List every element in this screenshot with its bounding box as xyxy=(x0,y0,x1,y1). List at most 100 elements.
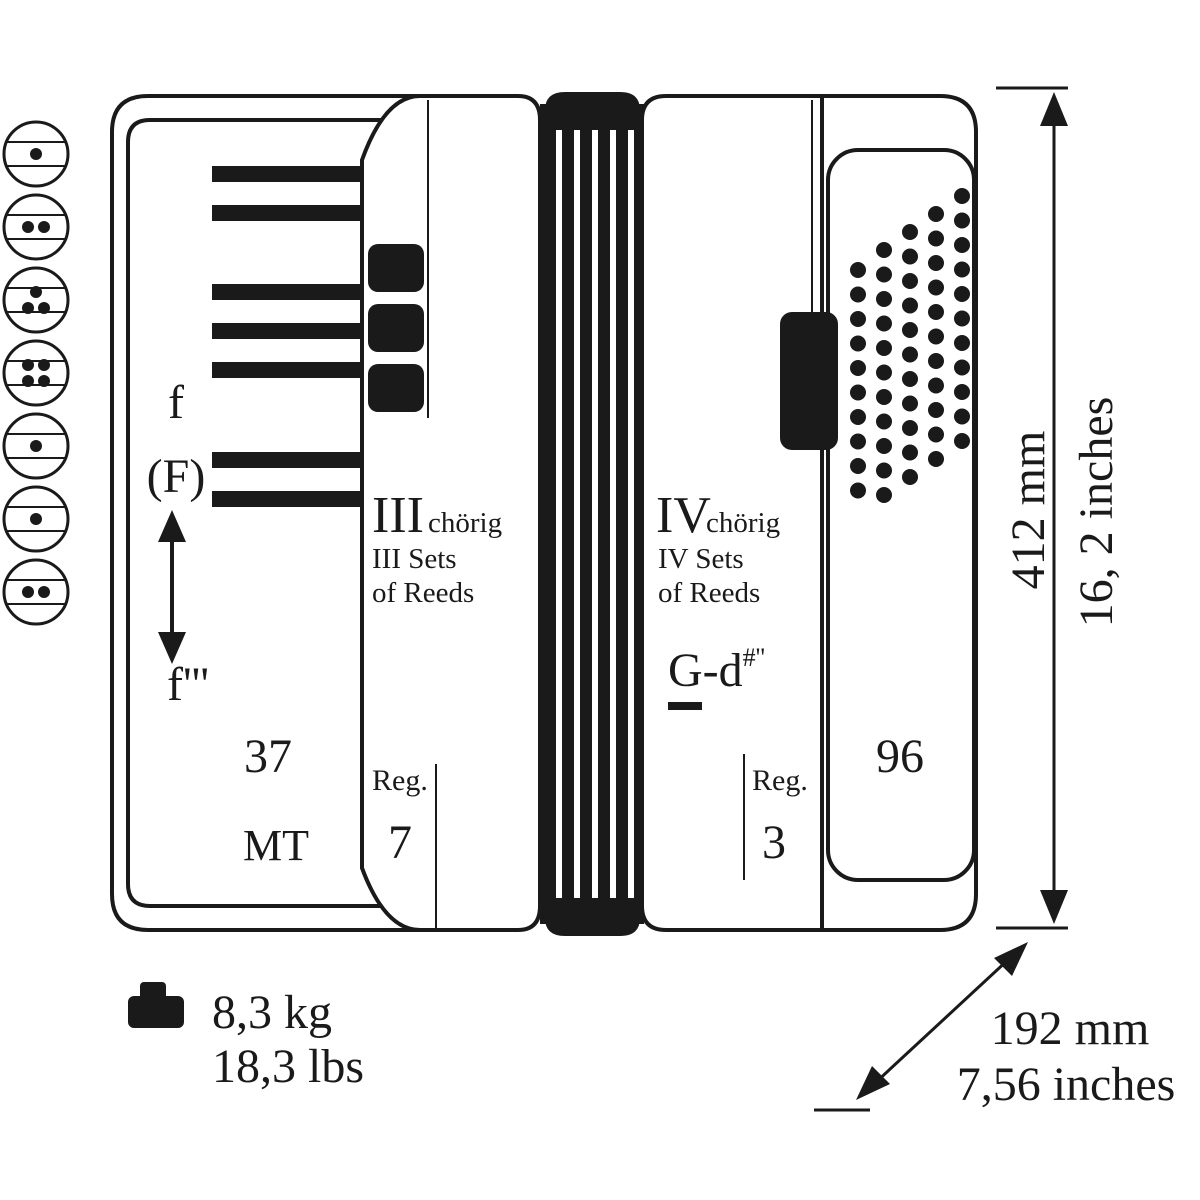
treble-reg-count: 7 xyxy=(388,816,412,869)
register-symbol-6 xyxy=(2,485,70,553)
bass-button xyxy=(928,377,944,394)
bass-range-underline xyxy=(668,702,702,710)
bass-button-count: 96 xyxy=(876,730,924,783)
register-symbols xyxy=(2,120,70,626)
register-symbol-2 xyxy=(2,193,70,261)
black-key xyxy=(212,491,362,507)
black-key xyxy=(212,323,362,339)
treble-register-switch xyxy=(368,304,424,352)
treble-range-arrow xyxy=(158,510,186,664)
bass-button xyxy=(876,438,892,454)
bass-button xyxy=(876,242,892,258)
treble-register-switch xyxy=(368,364,424,412)
bass-reed-of-reeds: of Reeds xyxy=(658,577,760,609)
bass-button xyxy=(902,469,918,485)
bass-button xyxy=(850,311,866,327)
bass-button xyxy=(876,315,892,332)
bass-button xyxy=(902,322,918,338)
depth-mm: 192 mm xyxy=(991,1002,1150,1055)
height-dimension xyxy=(996,86,1068,930)
treble-range-low-alt: (F) xyxy=(147,450,206,503)
treble-body-inner xyxy=(126,118,382,908)
bass-range-main: G-d#'' xyxy=(668,643,765,697)
bass-button xyxy=(902,273,918,289)
bass-button xyxy=(928,304,944,320)
bass-button xyxy=(928,279,944,296)
bass-button xyxy=(876,266,892,283)
bass-button xyxy=(954,188,970,204)
treble-side: f (F) f''' 37 MT III chörig III Sets of … xyxy=(110,94,542,932)
bass-button xyxy=(850,335,866,352)
bass-button xyxy=(850,286,866,303)
register-symbol-3 xyxy=(2,266,70,334)
bass-button xyxy=(876,413,892,430)
bass-button xyxy=(954,433,970,449)
treble-range-low: f xyxy=(168,376,184,429)
bass-button xyxy=(928,402,944,418)
bass-button xyxy=(876,364,892,381)
bass-grille-panel xyxy=(640,94,824,932)
bass-button xyxy=(954,237,970,253)
black-key xyxy=(212,284,362,300)
bass-button xyxy=(902,371,918,387)
bass-button xyxy=(928,353,944,369)
bass-button xyxy=(954,212,970,229)
treble-reed-roman: III xyxy=(372,487,424,544)
bass-button xyxy=(954,310,970,327)
bass-button xyxy=(902,420,918,436)
bass-button xyxy=(850,262,866,278)
treble-keyboard xyxy=(212,166,362,507)
bass-side: IV chörig IV Sets of Reeds G-d#'' 96 Reg… xyxy=(640,94,978,932)
bass-button xyxy=(876,389,892,405)
bass-button xyxy=(876,340,892,356)
height-inches: 16, 2 inches xyxy=(1070,397,1123,628)
bass-reg-label: Reg. xyxy=(752,764,808,797)
bass-button xyxy=(902,346,918,363)
treble-reed-sets: III Sets xyxy=(372,543,457,575)
treble-keyboard-type: MT xyxy=(243,821,309,870)
bass-button xyxy=(876,291,892,307)
register-symbol-7 xyxy=(2,558,70,626)
treble-range-high: f''' xyxy=(167,658,209,711)
bass-button xyxy=(954,359,970,376)
bass-button xyxy=(928,328,944,345)
bass-button xyxy=(954,261,970,278)
bass-reed-chorig: chörig xyxy=(706,507,780,539)
bass-buttons xyxy=(850,188,970,503)
bass-button xyxy=(928,206,944,222)
bass-button xyxy=(928,230,944,247)
black-key xyxy=(212,205,362,221)
register-symbol-4 xyxy=(2,339,70,407)
bass-button xyxy=(850,458,866,474)
bass-button xyxy=(954,384,970,400)
depth-dimension xyxy=(814,942,1028,1112)
depth-inches: 7,56 inches xyxy=(957,1058,1176,1111)
bass-register-switch xyxy=(780,312,838,450)
treble-reed-of-reeds: of Reeds xyxy=(372,577,474,609)
bass-button xyxy=(902,395,918,412)
bass-button xyxy=(850,384,866,401)
bass-button xyxy=(850,433,866,450)
bass-button xyxy=(902,248,918,265)
black-key xyxy=(212,452,362,468)
register-symbol-5 xyxy=(2,412,70,480)
bellows xyxy=(540,92,644,936)
treble-reed-chorig: chörig xyxy=(428,507,502,539)
treble-key-count: 37 xyxy=(244,730,292,783)
bass-button xyxy=(850,409,866,425)
bass-reg-count: 3 xyxy=(762,816,786,869)
treble-body-outer xyxy=(110,94,420,932)
bass-button xyxy=(850,360,866,376)
black-key xyxy=(212,362,362,378)
bass-button xyxy=(902,444,918,461)
bass-button xyxy=(850,482,866,499)
weight-icon xyxy=(128,982,184,1028)
bellows-folds xyxy=(556,130,634,898)
bass-button xyxy=(902,297,918,314)
weight-kg: 8,3 kg xyxy=(212,986,332,1039)
bass-button xyxy=(954,286,970,302)
weight-lbs: 18,3 lbs xyxy=(212,1040,364,1093)
treble-register-switch xyxy=(368,244,424,292)
